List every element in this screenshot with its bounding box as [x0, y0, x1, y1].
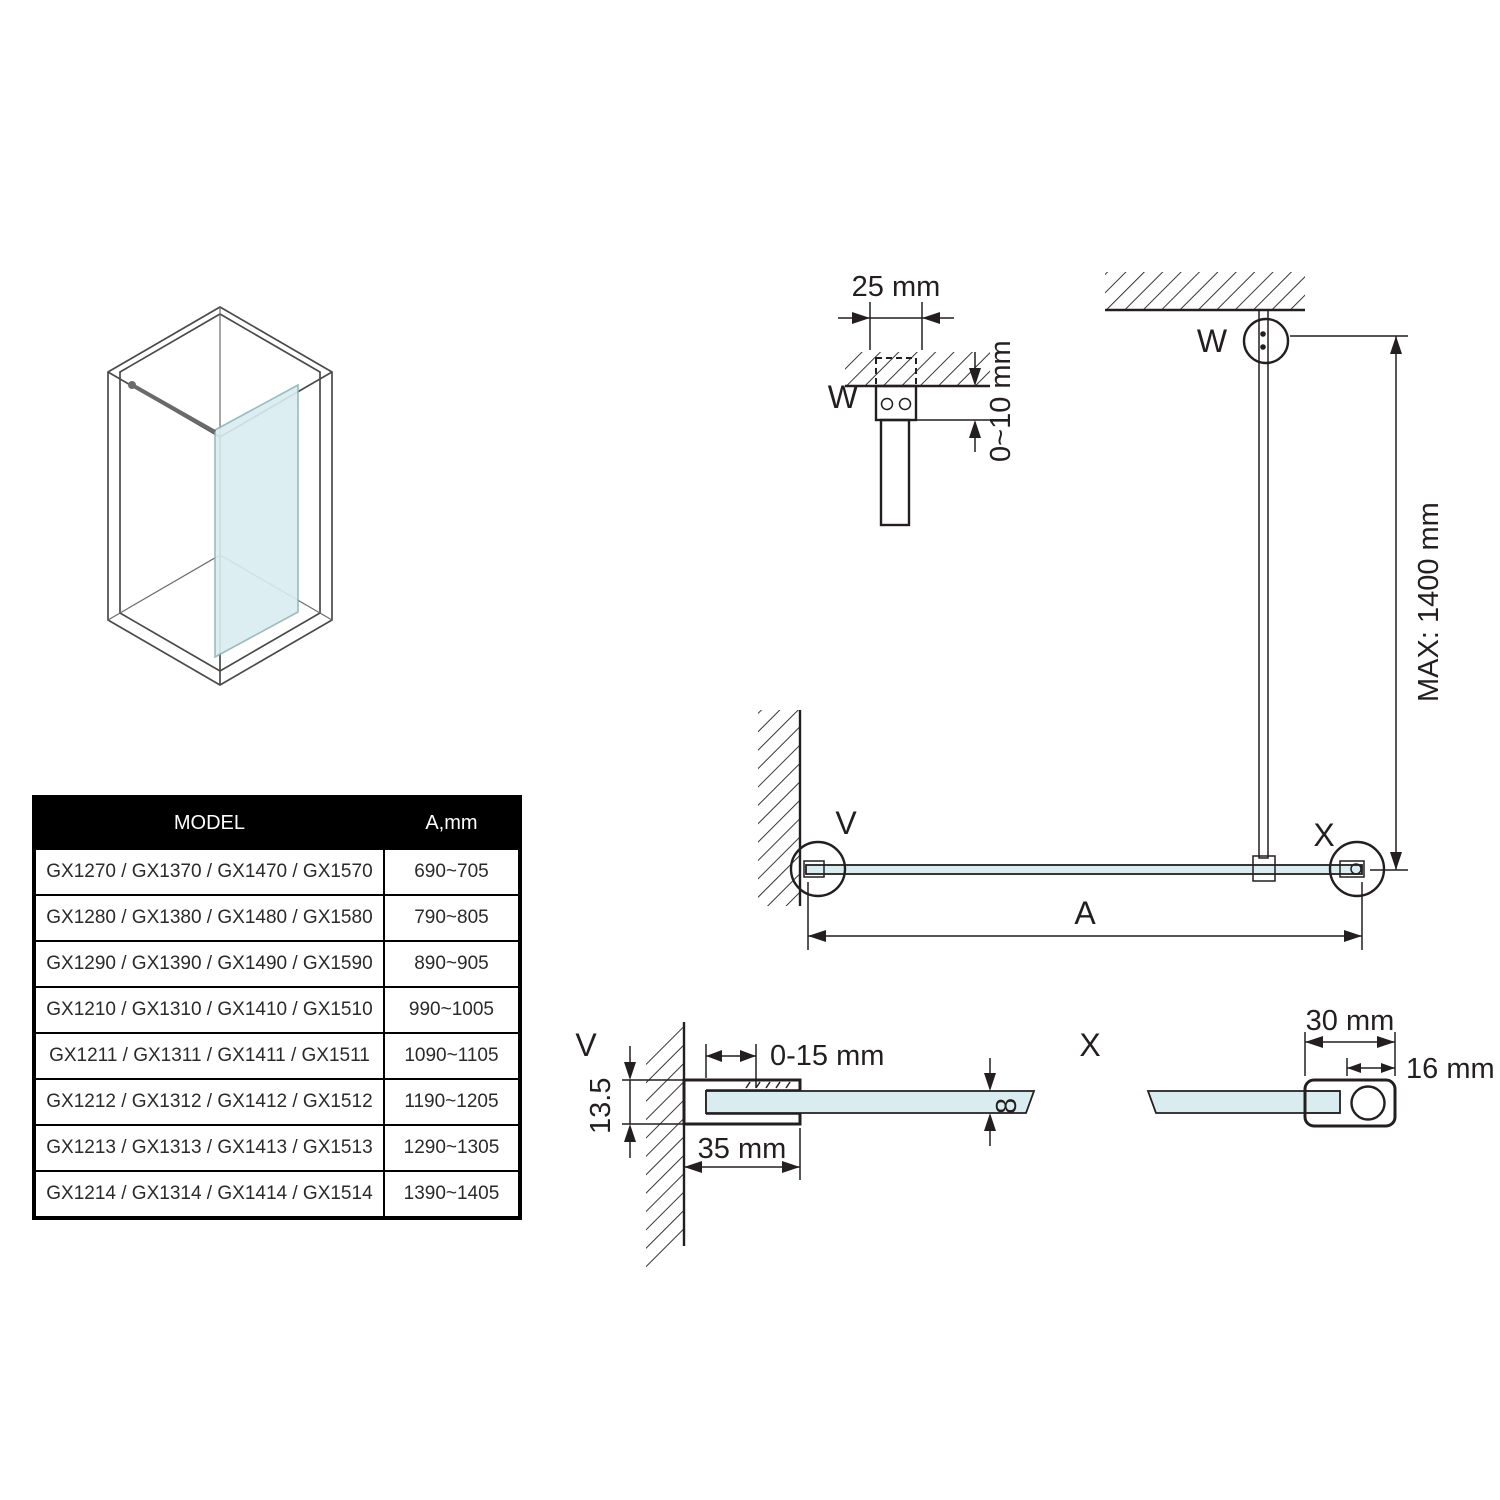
detail-v-drawing: V 13.5: [575, 1022, 1036, 1284]
dim-label-13-5: 13.5: [585, 1078, 617, 1134]
dim-0-10mm: 0~10 mm: [916, 340, 1017, 462]
model-column-header: MODEL: [33, 796, 385, 850]
plan-bracket-screw-1: [1260, 331, 1266, 337]
detail-w-drawing: 25 mm 0~10 mm W: [828, 271, 1017, 527]
dim-label-8mm: 8: [991, 1098, 1023, 1114]
detail-v-label: V: [575, 1027, 597, 1063]
model-cell: GX1213 / GX1313 / GX1413 / GX1513: [33, 1124, 385, 1172]
dim-label-0-10mm: 0~10 mm: [985, 340, 1017, 462]
table-row: GX1213 / GX1313 / GX1413 / GX1513 1290~1…: [33, 1124, 522, 1172]
detail-w-bracket-hidden: [875, 357, 917, 387]
table-row: GX1280 / GX1380 / GX1480 / GX1580 790~80…: [33, 894, 522, 942]
model-cell: GX1212 / GX1312 / GX1412 / GX1512: [33, 1078, 385, 1126]
detail-v-glass: [705, 1090, 1036, 1114]
plan-ceiling-hatch: [1105, 272, 1305, 310]
a-cell: 990~1005: [382, 986, 522, 1034]
callout-circle-x: [1328, 840, 1386, 898]
plan-wall-profile-mini: [803, 860, 825, 878]
detail-x-label: X: [1079, 1027, 1100, 1063]
dim-max-1400: MAX: 1400 mm: [1290, 335, 1445, 871]
plan-label-w: W: [1197, 323, 1228, 359]
detail-w-screw-left: [880, 397, 894, 411]
a-cell: 1290~1305: [382, 1124, 522, 1172]
detail-w-ceiling-hatch: [845, 352, 990, 386]
detail-v-clamp-serration: [745, 1081, 791, 1089]
dim-label-0-15mm: 0-15 mm: [770, 1040, 884, 1072]
detail-x-bar-socket: [1350, 1085, 1386, 1121]
detail-x-glass: [1146, 1090, 1341, 1114]
a-column-header: A,mm: [382, 796, 522, 850]
table-row: GX1212 / GX1312 / GX1412 / GX1512 1190~1…: [33, 1078, 522, 1126]
dim-0-15mm: 0-15 mm: [705, 1040, 884, 1088]
plan-end-cap-mini: [1339, 860, 1365, 878]
plan-support-bar: [1258, 309, 1269, 859]
table-row: GX1214 / GX1314 / GX1414 / GX1514 1390~1…: [33, 1170, 522, 1219]
plan-wall-hatch: [758, 710, 800, 906]
callout-circle-v: [789, 840, 847, 898]
isometric-preview: [107, 306, 333, 686]
table-row: GX1270 / GX1370 / GX1470 / GX1570 690~70…: [33, 848, 522, 896]
model-cell: GX1210 / GX1310 / GX1410 / GX1510: [33, 986, 385, 1034]
a-cell: 1390~1405: [382, 1170, 522, 1219]
table-row: GX1290 / GX1390 / GX1490 / GX1590 890~90…: [33, 940, 522, 988]
detail-w-screw-right: [898, 397, 912, 411]
dim-8mm: 8: [984, 1058, 1023, 1146]
table-header-row: MODEL A,mm: [33, 796, 522, 850]
a-cell: 1190~1205: [382, 1078, 522, 1126]
model-table: MODEL A,mm GX1270 / GX1370 / GX1470 / GX…: [32, 795, 522, 1220]
a-cell: 890~905: [382, 940, 522, 988]
a-cell: 1090~1105: [382, 1032, 522, 1080]
plan-label-x: X: [1313, 817, 1334, 853]
dim-35mm: 35 mm: [684, 1128, 801, 1180]
plan-end-cap-circle-mini: [1350, 863, 1362, 875]
dim-label-35mm: 35 mm: [698, 1133, 787, 1165]
dim-label-a: A: [1074, 895, 1096, 931]
a-cell: 690~705: [382, 848, 522, 896]
iso-bar-wall-mount: [128, 381, 136, 389]
detail-v-wall-hatch: [646, 1022, 684, 1284]
plan-label-v: V: [835, 805, 857, 841]
plan-glass-panel: [805, 864, 1363, 875]
model-cell: GX1270 / GX1370 / GX1470 / GX1570: [33, 848, 385, 896]
model-cell: GX1211 / GX1311 / GX1411 / GX1511: [33, 1032, 385, 1080]
dim-13-5: 13.5: [585, 1046, 684, 1158]
table-row: GX1211 / GX1311 / GX1411 / GX1511 1090~1…: [33, 1032, 522, 1080]
dim-25mm: 25 mm: [838, 271, 954, 350]
model-cell: GX1214 / GX1314 / GX1414 / GX1514: [33, 1170, 385, 1219]
dim-label-16mm: 16 mm: [1406, 1053, 1495, 1085]
detail-w-support-bar: [879, 418, 911, 527]
detail-w-label: W: [828, 379, 859, 415]
iso-glass-panel: [214, 383, 299, 659]
model-cell: GX1280 / GX1380 / GX1480 / GX1580: [33, 894, 385, 942]
callout-circle-w: [1242, 317, 1290, 365]
plan-view-drawing: W V X MAX: 1400 mm: [758, 272, 1445, 950]
dim-a: A: [807, 882, 1363, 950]
dim-label-30mm: 30 mm: [1306, 1005, 1395, 1037]
model-cell: GX1290 / GX1390 / GX1490 / GX1590: [33, 940, 385, 988]
dim-label-25mm: 25 mm: [852, 271, 941, 303]
plan-bar-glass-bracket: [1252, 855, 1276, 882]
plan-bracket-screw-2: [1260, 344, 1266, 350]
dim-label-max: MAX: 1400 mm: [1413, 502, 1445, 702]
detail-x-end-cap: [1303, 1078, 1397, 1128]
detail-x-drawing: X 30 mm 16 mm: [1079, 1005, 1495, 1128]
dim-16mm: 16 mm: [1346, 1053, 1495, 1085]
iso-support-bar: [131, 383, 216, 434]
a-cell: 790~805: [382, 894, 522, 942]
table-row: GX1210 / GX1310 / GX1410 / GX1510 990~10…: [33, 986, 522, 1034]
